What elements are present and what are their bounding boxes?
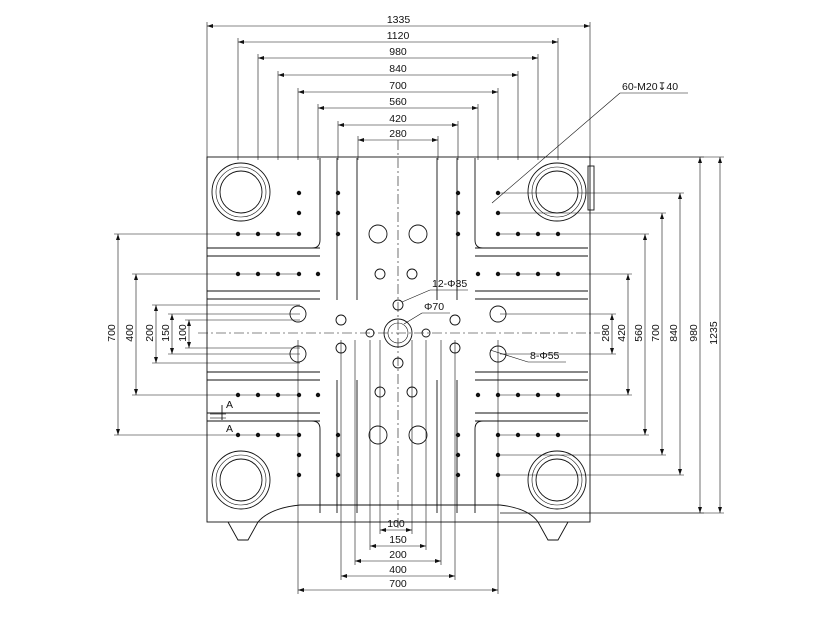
- top-dim-label-6: 420: [389, 113, 407, 125]
- tie-bar-bosses: [211, 162, 587, 510]
- tie-bar-bottom-left: [211, 450, 271, 510]
- top-dimensions: 1335 1120 980 840 700 560 420 280: [206, 14, 591, 160]
- left-dim-label-1: 400: [124, 324, 136, 342]
- bottom-dim-label-3: 400: [389, 564, 407, 576]
- bottom-dim-0: 100: [379, 340, 413, 534]
- bottom-dim-label-4: 700: [389, 578, 407, 590]
- callout-large-holes: 8-Φ55: [530, 350, 560, 362]
- right-dim-2: 560: [500, 233, 649, 436]
- top-dim-0: 1335: [206, 14, 591, 160]
- left-dim-0: 700: [106, 233, 300, 436]
- leader-callouts: 60-M20↧40 12-Φ35 Φ70 8-Φ55: [401, 81, 688, 363]
- top-dim-6: 420: [337, 113, 459, 160]
- bottom-dim-label-1: 150: [389, 534, 407, 546]
- bottom-dim-4: 700: [297, 340, 499, 594]
- top-dim-label-7: 280: [389, 128, 407, 140]
- right-dim-4: 840: [500, 192, 684, 476]
- right-dim-3: 700: [500, 212, 666, 456]
- top-dim-4: 700: [297, 80, 499, 160]
- tie-bar-top-left: [211, 162, 271, 222]
- left-dim-label-3: 150: [160, 324, 172, 342]
- top-dim-1: 1120: [237, 30, 559, 160]
- left-dim-label-2: 200: [144, 324, 156, 342]
- top-dim-label-1: 1120: [387, 30, 410, 42]
- right-dim-label-2: 560: [633, 324, 645, 342]
- top-dim-label-4: 700: [389, 80, 407, 92]
- callout-tapped-holes: 60-M20↧40: [622, 81, 678, 93]
- left-dim-label-0: 700: [106, 324, 118, 342]
- right-dimensions: 280 420 560 700 840 980 1235: [500, 156, 724, 514]
- top-dim-7: 280: [357, 128, 439, 160]
- right-dim-label-6: 1235: [708, 321, 720, 345]
- bottom-dim-1: 150: [369, 340, 427, 550]
- right-dim-label-5: 980: [688, 324, 700, 342]
- tie-bar-bottom-right: [527, 450, 587, 510]
- left-dimensions: 700 400 200 150 100: [106, 233, 300, 436]
- top-dim-2: 980: [257, 46, 539, 160]
- top-dim-label-0: 1335: [387, 14, 411, 26]
- bottom-dim-label-0: 100: [387, 518, 405, 530]
- right-dim-label-0: 280: [600, 324, 612, 342]
- right-dim-label-1: 420: [616, 324, 628, 342]
- bottom-dim-3: 400: [340, 340, 456, 580]
- right-dim-0: 280: [500, 313, 616, 355]
- platen-slots: [207, 158, 588, 513]
- top-dim-5: 560: [317, 96, 479, 160]
- tie-bar-top-right: [527, 162, 587, 222]
- center-lines: [198, 140, 600, 530]
- right-dim-6: 1235: [500, 156, 724, 514]
- section-mark-a-top: A: [226, 399, 233, 411]
- top-dim-label-3: 840: [389, 63, 407, 75]
- left-dim-3: 150: [160, 313, 300, 355]
- left-dim-4: 100: [177, 319, 300, 349]
- section-mark-a-bottom: A: [226, 423, 233, 435]
- platen-outline: [206, 156, 595, 541]
- left-dim-2: 200: [144, 304, 300, 364]
- right-dim-label-4: 840: [668, 324, 680, 342]
- left-dim-label-4: 100: [177, 324, 189, 342]
- top-dim-label-2: 980: [389, 46, 407, 58]
- bottom-dimensions: 100 150 200 400 700: [297, 340, 499, 594]
- top-dim-label-5: 560: [389, 96, 407, 108]
- section-marks: A A: [210, 399, 233, 435]
- callout-center-hole: Φ70: [424, 301, 444, 313]
- left-dim-1: 400: [124, 273, 300, 396]
- right-dim-label-3: 700: [650, 324, 662, 342]
- bottom-dim-label-2: 200: [389, 549, 407, 561]
- top-dim-3: 840: [277, 63, 519, 160]
- right-dim-1: 420: [500, 273, 632, 396]
- center-hole: [383, 318, 413, 348]
- bottom-dim-2: 200: [354, 340, 442, 565]
- callout-small-holes: 12-Φ35: [432, 278, 467, 290]
